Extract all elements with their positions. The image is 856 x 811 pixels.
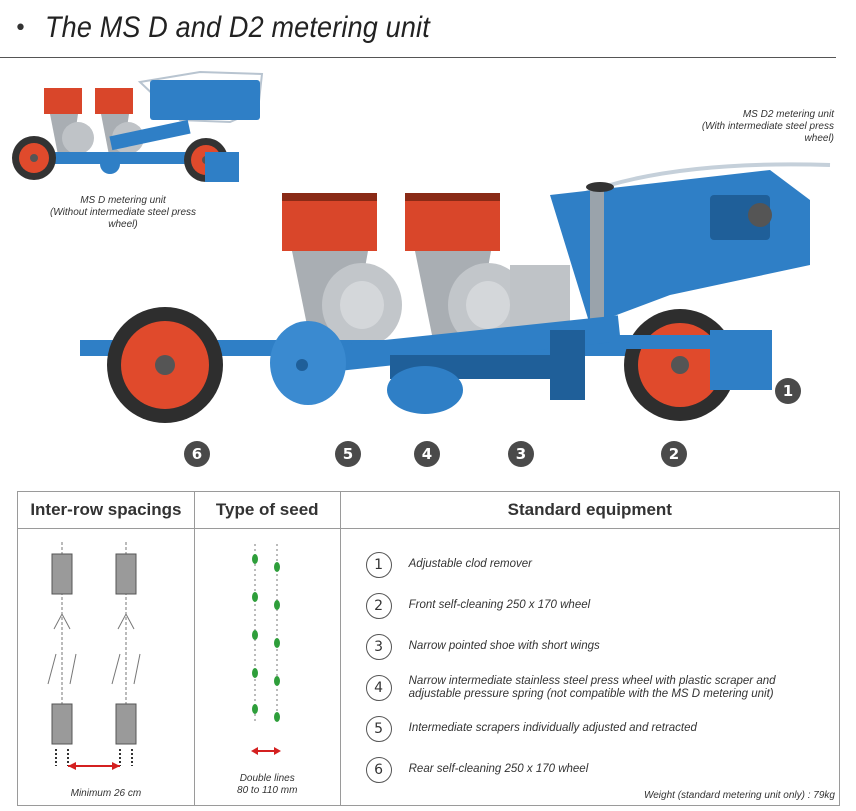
double-lines-range: 80 to 110 mm [237,785,298,796]
equipment-number: 6 [365,756,392,783]
title-bullet: • [14,15,27,41]
equipment-number: 4 [365,674,392,701]
header-standard-equipment: Standard equipment [339,491,841,529]
title-row: • The MS D and D2 metering unit [14,6,473,50]
seed-type-cell: Double lines 80 to 110 mm [193,528,341,806]
callout-badge-1: 1 [775,378,801,404]
equipment-number: 3 [365,633,392,660]
spec-table-header-row: Inter-row spacings Type of seed Standard… [17,491,841,529]
callout-badge-3: 3 [508,441,534,467]
equipment-item: 2 Front self-cleaning 250 x 170 wheel [365,585,839,626]
page-title: The MS D and D2 metering unit [44,11,430,44]
callout-badge-5: 5 [335,441,361,467]
msd2-caption-subtitle: (With intermediate steel press wheel) [701,121,834,144]
msd-caption-title: MS D metering unit [80,195,166,206]
callout-badge-6: 6 [184,441,210,467]
equipment-text: Intermediate scrapers individually adjus… [408,722,697,734]
title-divider [0,57,836,58]
equipment-text: Rear self-cleaning 250 x 170 wheel [408,763,589,775]
header-type-of-seed: Type of seed [193,491,341,529]
equipment-item: 6 Rear self-cleaning 250 x 170 wheel [365,749,839,790]
msd2-caption-title: MS D2 metering unit [742,109,834,120]
equipment-item: 1 Adjustable clod remover [365,544,839,585]
weight-note: Weight (standard metering unit only) : 7… [643,790,835,801]
spec-table-body-row: Minimum 26 cm [17,528,841,806]
callout-badge-2: 2 [661,441,687,467]
double-lines-title: Double lines [239,773,295,784]
spec-table: Inter-row spacings Type of seed Standard… [17,491,841,806]
equipment-text: Narrow intermediate stainless steel pres… [408,674,776,700]
equipment-number: 2 [365,592,392,619]
inter-row-spacing-diagram [47,542,141,770]
equipment-text: Narrow pointed shoe with short wings [408,640,600,652]
spacing-cell: Minimum 26 cm [17,528,195,806]
msd-unit-illustration [12,70,264,182]
equipment-text: Adjustable clod remover [408,558,532,570]
equipment-cell: 1 Adjustable clod remover 2 Front self-c… [339,528,841,806]
equipment-item: 3 Narrow pointed shoe with short wings [365,626,839,667]
msd2-unit-illustration [80,162,831,423]
equipment-list: 1 Adjustable clod remover 2 Front self-c… [341,529,839,790]
msd-caption: MS D metering unit (Without intermediate… [38,195,208,231]
equipment-number: 5 [365,715,392,742]
equipment-item: 4 Narrow intermediate stainless steel pr… [365,667,839,708]
min-spacing-label: Minimum 26 cm [70,788,142,799]
equipment-text: Front self-cleaning 250 x 170 wheel [408,599,591,611]
msd2-caption: MS D2 metering unit (With intermediate s… [674,109,834,145]
equipment-item: 5 Intermediate scrapers individually adj… [365,708,839,749]
msd-caption-subtitle: (Without intermediate steel press wheel) [49,207,197,230]
equipment-number: 1 [365,551,392,578]
double-lines-label: Double lines 80 to 110 mm [195,773,340,797]
double-lines-diagram [250,544,281,755]
callout-badge-4: 4 [414,441,440,467]
header-inter-row-spacings: Inter-row spacings [17,491,195,529]
illustration-area: MS D metering unit (Without intermediate… [0,60,856,480]
